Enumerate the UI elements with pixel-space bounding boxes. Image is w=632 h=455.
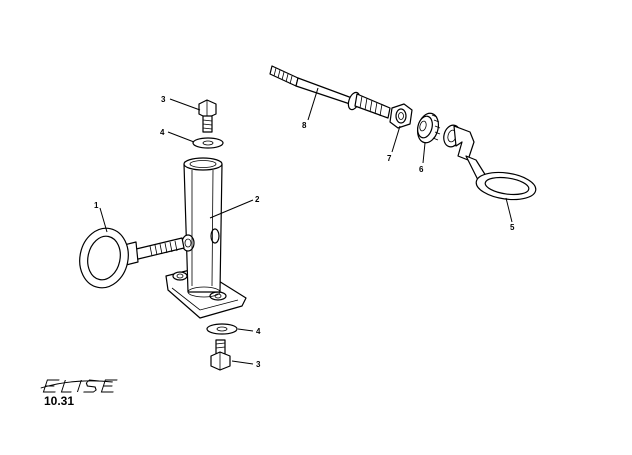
- part-3-bolt-bottom: [210, 339, 231, 371]
- part-5-bracket: [443, 124, 537, 201]
- callout-4-bottom: 4: [256, 327, 261, 336]
- callout-3-bottom: 3: [256, 360, 261, 369]
- callout-5: 5: [510, 223, 515, 232]
- part-3-bolt-top: [198, 99, 217, 133]
- leader-lines: [99, 87, 513, 365]
- part-8-rod: [269, 65, 391, 119]
- callout-6: 6: [419, 165, 424, 174]
- callout-7: 7: [387, 154, 392, 163]
- part-4-washer-top: [192, 137, 224, 149]
- part-2-tube: [165, 157, 247, 319]
- elise-logo: [40, 379, 118, 393]
- callout-8: 8: [302, 121, 307, 130]
- page-code: 10.31: [44, 394, 74, 408]
- part-4-washer-bottom: [206, 323, 238, 335]
- part-7-nut: [389, 103, 413, 129]
- callout-1: 1: [94, 201, 99, 210]
- part-6-bush: [416, 112, 441, 144]
- callout-2: 2: [255, 195, 260, 204]
- part-1-eye-bolt: [79, 227, 185, 289]
- callout-3-top: 3: [161, 95, 166, 104]
- callout-4-top: 4: [160, 128, 165, 137]
